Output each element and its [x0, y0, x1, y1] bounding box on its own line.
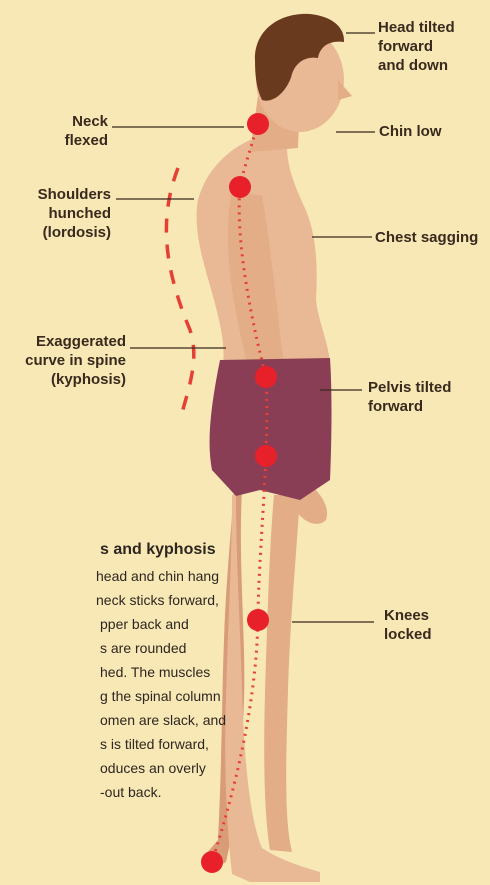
marker-pelvis [255, 366, 277, 388]
label-chest: Chest sagging [375, 228, 478, 247]
caption-line: pper back and [0, 612, 200, 636]
caption: s and kyphosis head and chin hang neck s… [0, 540, 200, 804]
marker-ankle [201, 851, 223, 873]
caption-line: head and chin hang [0, 564, 200, 588]
caption-line: -out back. [0, 780, 200, 804]
caption-line: s is tilted forward, [0, 732, 200, 756]
caption-line: hed. The muscles [0, 660, 200, 684]
curvature-arc [166, 168, 193, 420]
marker-neck [247, 113, 269, 135]
caption-line: oduces an overly [0, 756, 200, 780]
marker-hip [255, 445, 277, 467]
caption-body: head and chin hang neck sticks forward, … [0, 564, 200, 804]
caption-title: s and kyphosis [0, 540, 200, 560]
caption-line: neck sticks forward, [0, 588, 200, 612]
nose [338, 80, 352, 100]
caption-line: omen are slack, and [0, 708, 200, 732]
caption-line: g the spinal column [0, 684, 200, 708]
marker-knee [247, 609, 269, 631]
caption-line: s are rounded [0, 636, 200, 660]
label-chin: Chin low [379, 122, 442, 141]
marker-shoulders [229, 176, 251, 198]
